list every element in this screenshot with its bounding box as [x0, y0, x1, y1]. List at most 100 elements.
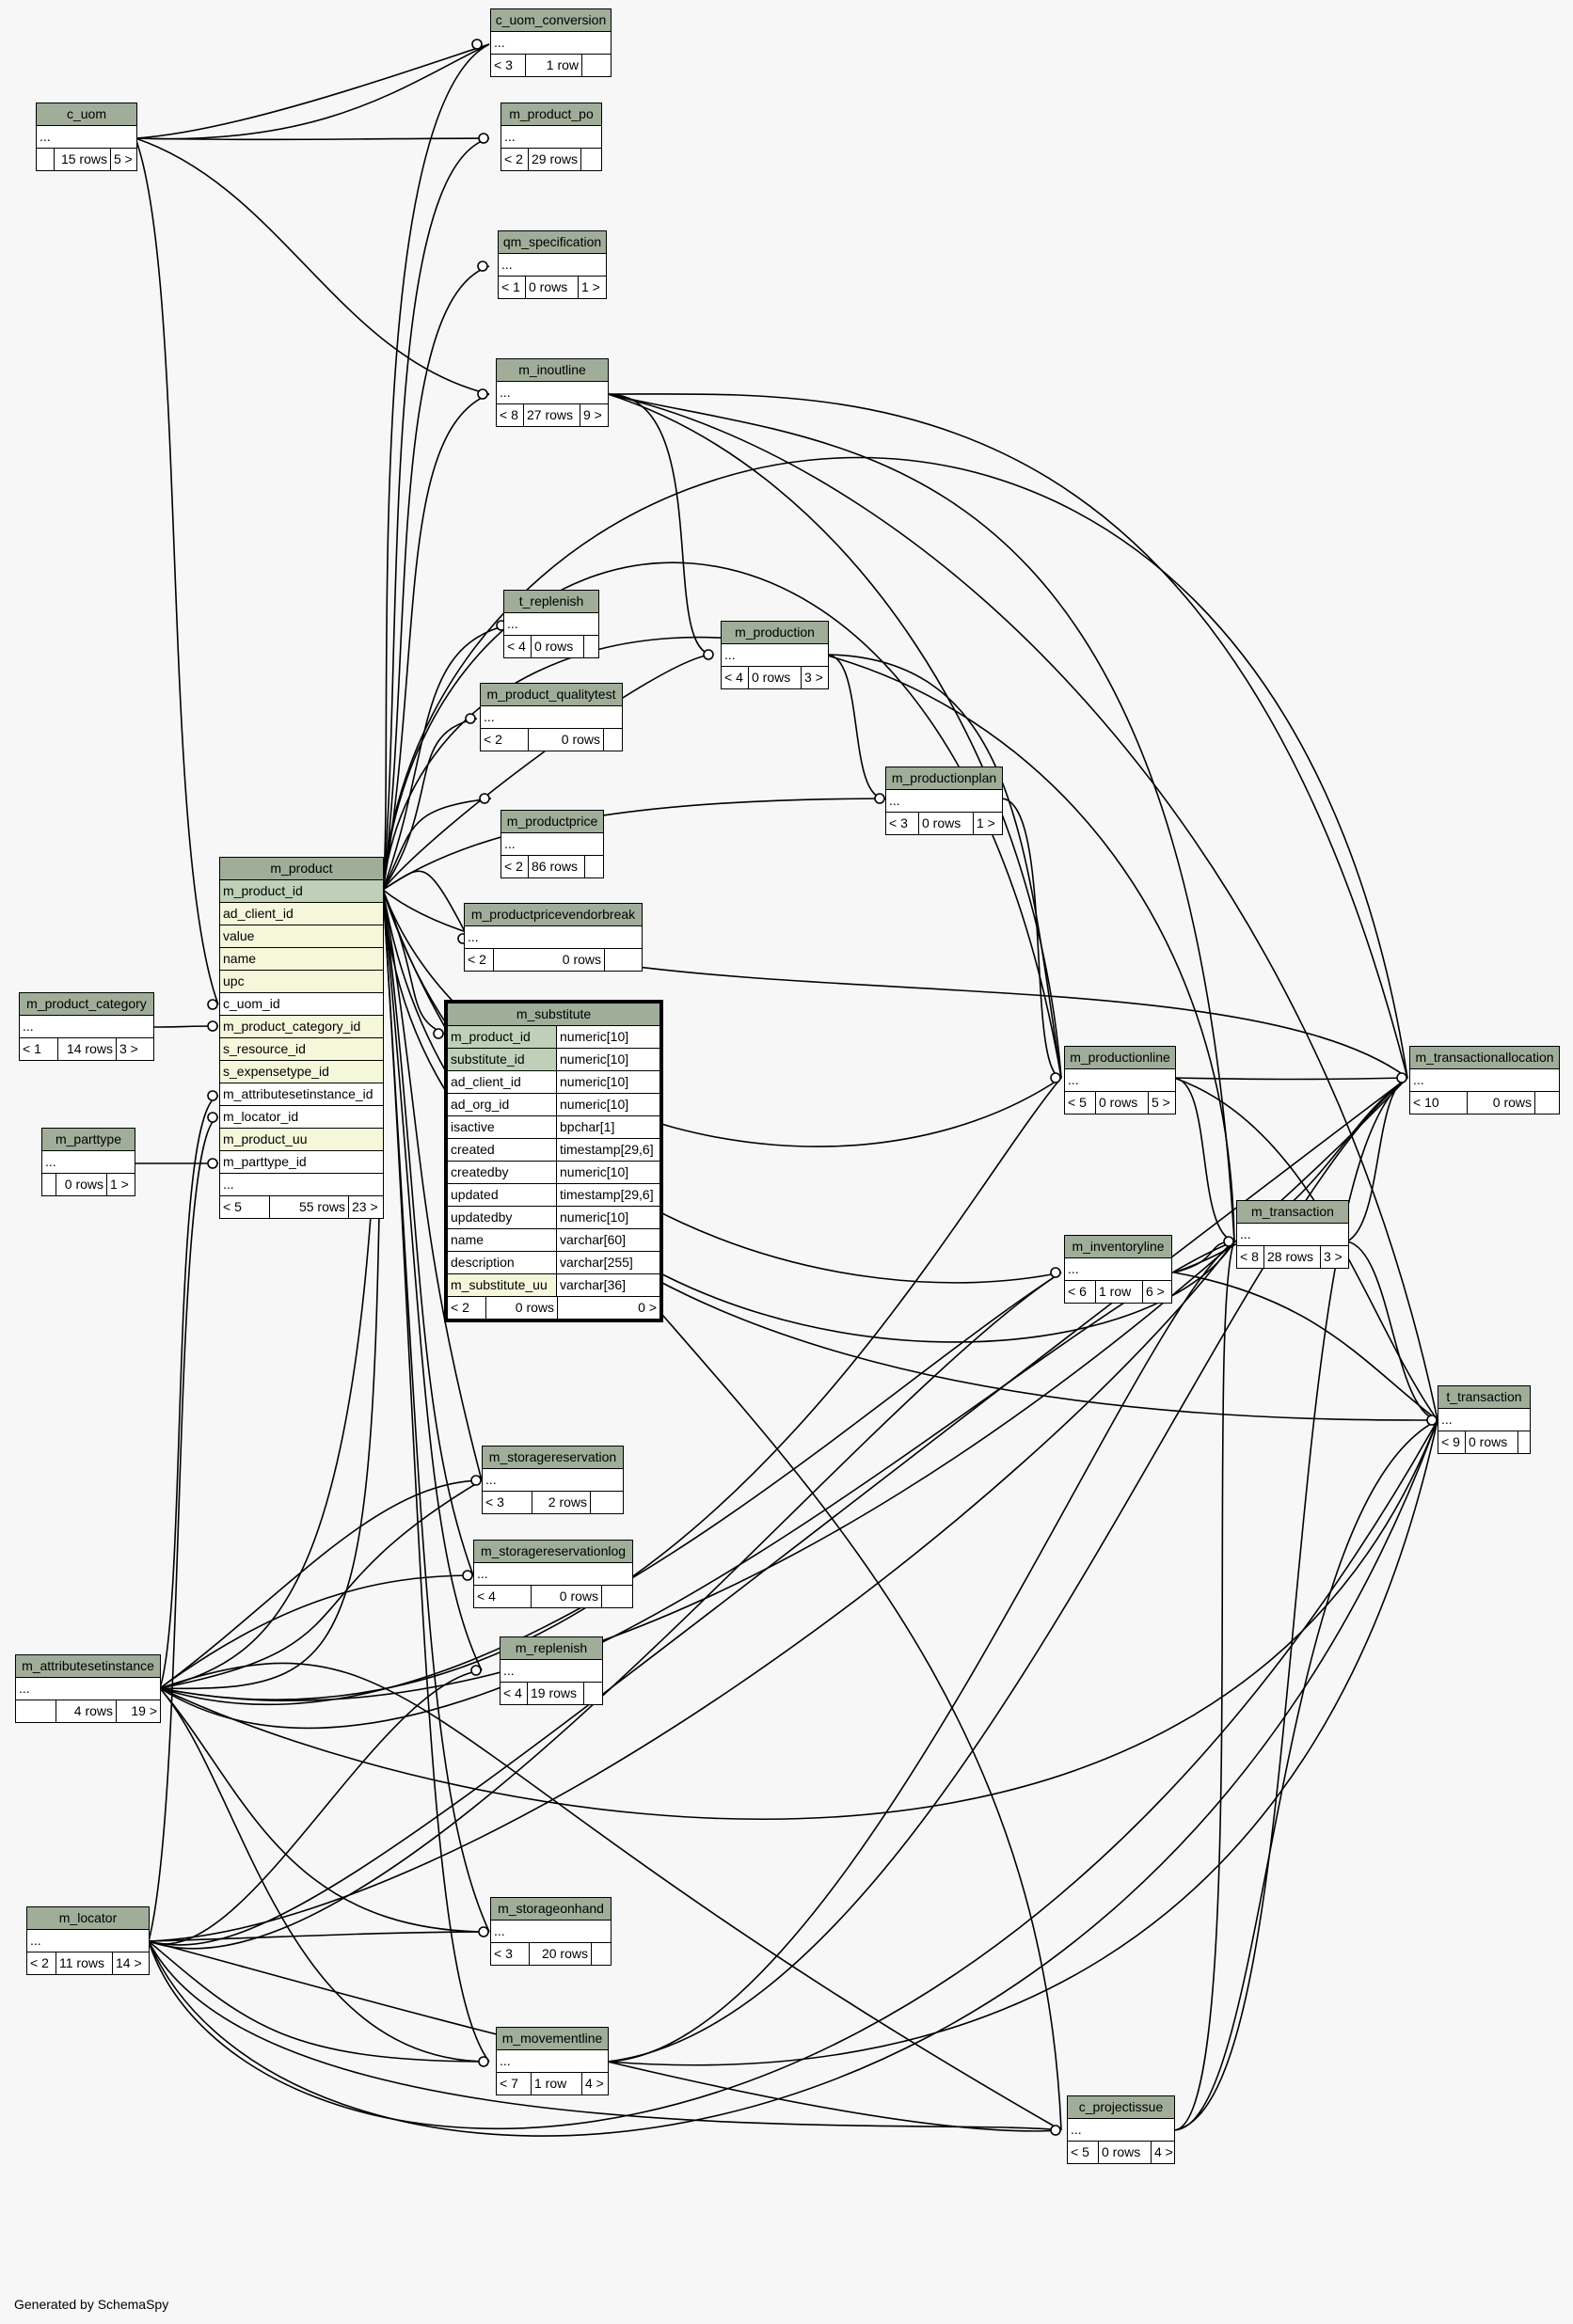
parents-count: < 8 [500, 407, 518, 422]
table-t-transaction[interactable]: t_transaction ... < 9 0 rows [1438, 1385, 1531, 1454]
row-count: 15 rows [54, 149, 110, 170]
table-m-production[interactable]: m_production ... < 4 0 rows 3 > [721, 621, 829, 689]
column-m-attributesetinstance-id: m_attributesetinstance_id [223, 1086, 373, 1101]
table-qm-specification[interactable]: qm_specification ... < 1 0 rows 1 > [498, 230, 607, 299]
table-m-inventoryline[interactable]: m_inventoryline ... < 6 1 row 6 > [1064, 1235, 1172, 1304]
column-ad-client-id: ad_client_id [223, 906, 294, 921]
table-header: m_storageonhand [491, 1898, 611, 1921]
row-count: 0 rows [485, 1297, 557, 1319]
table-columns-ellipsis: ... [507, 616, 518, 631]
table-m-product[interactable]: m_product m_product_id ad_client_id valu… [219, 857, 384, 1219]
table-m-inoutline[interactable]: m_inoutline ... < 8 27 rows 9 > [496, 358, 609, 427]
table-header: m_product_qualitytest [481, 684, 622, 706]
row-count: 11 rows [56, 1952, 112, 1974]
table-m-storagereservation[interactable]: m_storagereservation ... < 3 2 rows [482, 1446, 624, 1514]
table-columns-ellipsis: ... [477, 1566, 488, 1581]
row-count: 1 row [525, 55, 581, 76]
row-count: 29 rows [528, 149, 580, 170]
table-header: m_replenish [500, 1637, 602, 1660]
table-header: qm_specification [499, 231, 606, 254]
table-m-locator[interactable]: m_locator ... < 2 11 rows 14 > [26, 1906, 150, 1975]
column-s-expensetype-id: s_expensetype_id [223, 1064, 329, 1079]
children-count: 1 > [578, 277, 606, 298]
column-type: timestamp[29,6] [560, 1142, 654, 1157]
table-c-uom[interactable]: c_uom ... 15 rows 5 > [36, 103, 137, 171]
column-c-uom-id: c_uom_id [223, 996, 280, 1011]
table-m-storageonhand[interactable]: m_storageonhand ... < 3 20 rows [490, 1897, 612, 1966]
parents-count: < 2 [451, 1300, 469, 1315]
table-columns-ellipsis: ... [19, 1681, 30, 1696]
row-count: 55 rows [269, 1196, 348, 1218]
table-header: c_uom [37, 103, 136, 126]
table-t-replenish[interactable]: t_replenish ... < 4 0 rows [503, 590, 599, 658]
column-updatedby: updatedby [448, 1207, 557, 1228]
row-count: 0 rows [748, 667, 801, 688]
table-m-productprice[interactable]: m_productprice ... < 2 86 rows [500, 810, 604, 878]
table-m-product-qualitytest[interactable]: m_product_qualitytest ... < 2 0 rows [480, 683, 623, 751]
children-count [603, 729, 622, 751]
row-count: 19 rows [527, 1683, 583, 1704]
generated-by-footer: Generated by SchemaSpy [14, 2297, 169, 2312]
children-count [591, 1943, 611, 1965]
table-m-product-po[interactable]: m_product_po ... < 2 29 rows [500, 103, 602, 171]
table-header: m_productprice [501, 811, 603, 833]
table-c-uom-conversion[interactable]: c_uom_conversion ... < 3 1 row [490, 8, 612, 77]
column-m-product-uu: m_product_uu [223, 1131, 308, 1146]
table-m-productionplan[interactable]: m_productionplan ... < 3 0 rows 1 > [885, 767, 1003, 835]
parents-count: < 2 [484, 732, 502, 747]
parents-count: < 10 [1413, 1095, 1439, 1110]
table-m-storagereservationlog[interactable]: m_storagereservationlog ... < 4 0 rows [473, 1540, 633, 1608]
column-ad-org-id: ad_org_id [448, 1094, 557, 1115]
parents-count: < 2 [504, 151, 523, 166]
table-m-attributesetinstance[interactable]: m_attributesetinstance ... 4 rows 19 > [15, 1654, 161, 1723]
row-count: 1 row [1095, 1281, 1142, 1303]
children-count: 23 > [348, 1196, 383, 1218]
column-type: numeric[10] [560, 1074, 629, 1089]
column-description: description [448, 1252, 557, 1273]
parents-count: < 5 [1068, 1095, 1087, 1110]
row-count: 0 rows [531, 1586, 601, 1607]
column-type: numeric[10] [557, 1049, 659, 1070]
table-m-movementline[interactable]: m_movementline ... < 7 1 row 4 > [496, 2027, 609, 2095]
parents-count [16, 1700, 56, 1722]
table-c-projectissue[interactable]: c_projectissue ... < 5 0 rows 4 > [1067, 2095, 1175, 2164]
row-count: 0 rows [493, 949, 604, 971]
table-header: m_inventoryline [1065, 1236, 1171, 1258]
table-header: m_productpricevendorbreak [465, 904, 642, 926]
table-m-product-category[interactable]: m_product_category ... < 1 14 rows 3 > [19, 992, 154, 1061]
column-m-locator-id: m_locator_id [223, 1109, 299, 1124]
table-m-transactionallocation[interactable]: m_transactionallocation ... < 10 0 rows [1409, 1046, 1560, 1115]
row-count: 86 rows [528, 856, 584, 877]
column-type: varchar[60] [560, 1232, 627, 1247]
table-columns-ellipsis: ... [501, 257, 513, 272]
table-header: m_transaction [1237, 1201, 1348, 1224]
table-columns-ellipsis: ... [484, 709, 495, 724]
row-count: 0 rows [525, 277, 578, 298]
column-type: varchar[36] [560, 1277, 627, 1292]
table-columns-ellipsis: ... [1441, 1412, 1453, 1427]
parents-count: < 5 [223, 1199, 242, 1214]
parents-count: < 4 [507, 639, 526, 654]
table-columns-ellipsis: ... [724, 647, 736, 662]
children-count: 14 > [112, 1952, 149, 1974]
column-m-product-category-id: m_product_category_id [223, 1019, 361, 1034]
table-header: m_locator [27, 1907, 149, 1930]
parents-count: < 8 [1240, 1249, 1259, 1264]
table-columns-ellipsis: ... [1068, 1072, 1079, 1087]
table-header: m_product [220, 858, 383, 880]
table-m-productpricevendorbreak[interactable]: m_productpricevendorbreak ... < 2 0 rows [464, 903, 643, 972]
children-count: 1 > [973, 813, 1002, 834]
column-m-substitute-uu: m_substitute_uu [448, 1274, 557, 1296]
table-header: m_transactionallocation [1410, 1047, 1559, 1069]
children-count [583, 636, 598, 657]
parents-count: < 4 [477, 1589, 496, 1604]
column-value: value [223, 928, 255, 943]
table-m-replenish[interactable]: m_replenish ... < 4 19 rows [500, 1636, 603, 1705]
column-s-resource-id: s_resource_id [223, 1041, 306, 1056]
table-m-productionline[interactable]: m_productionline ... < 5 0 rows 5 > [1064, 1046, 1176, 1115]
column-type: timestamp[29,6] [560, 1187, 654, 1202]
table-m-transaction[interactable]: m_transaction ... < 8 28 rows 3 > [1236, 1200, 1349, 1269]
table-m-parttype[interactable]: m_parttype ... 0 rows 1 > [41, 1128, 135, 1196]
column-type: numeric[10] [557, 1026, 659, 1048]
